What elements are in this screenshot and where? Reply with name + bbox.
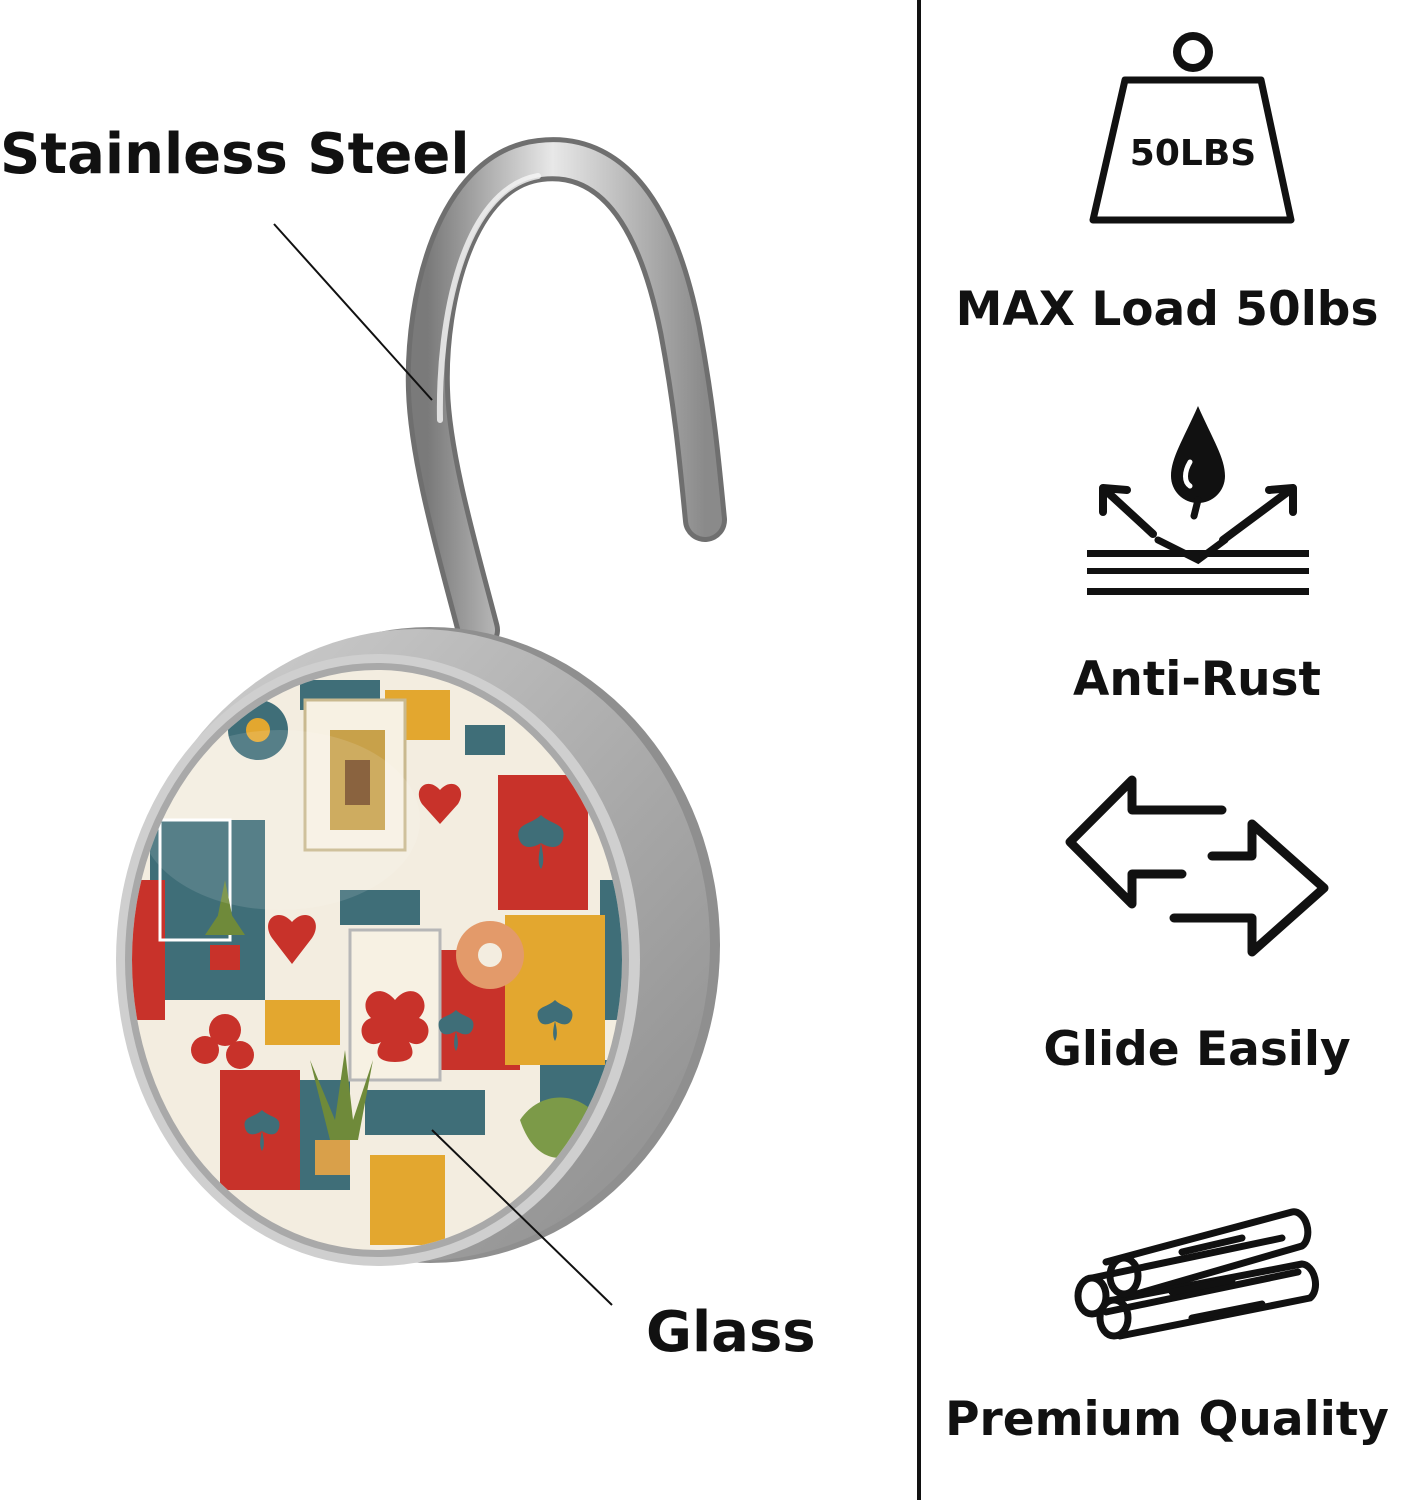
feature-label-anti-rust: Anti-Rust xyxy=(1072,652,1321,707)
stainless-steel-label: Stainless Steel xyxy=(0,122,470,187)
glass-label: Glass xyxy=(646,1300,816,1365)
rods-icon xyxy=(1074,1208,1320,1340)
feature-label-max-load: MAX Load 50lbs xyxy=(955,282,1379,337)
feature-label-premium-quality: Premium Quality xyxy=(945,1392,1389,1447)
feature-label-glide-easily: Glide Easily xyxy=(1043,1022,1351,1077)
double-arrow-icon xyxy=(1065,775,1329,957)
weight-icon: 50LBS xyxy=(1089,32,1295,224)
glass-leader-line xyxy=(431,1129,613,1306)
water-drop-icon xyxy=(1087,406,1309,595)
steel-hook xyxy=(405,137,727,652)
shower-hook-illustration xyxy=(116,137,727,1306)
glass-face xyxy=(132,670,622,1250)
weight-icon-text: 50LBS xyxy=(1130,133,1256,174)
steel-leader-line xyxy=(273,223,433,401)
vertical-divider xyxy=(917,0,921,1500)
